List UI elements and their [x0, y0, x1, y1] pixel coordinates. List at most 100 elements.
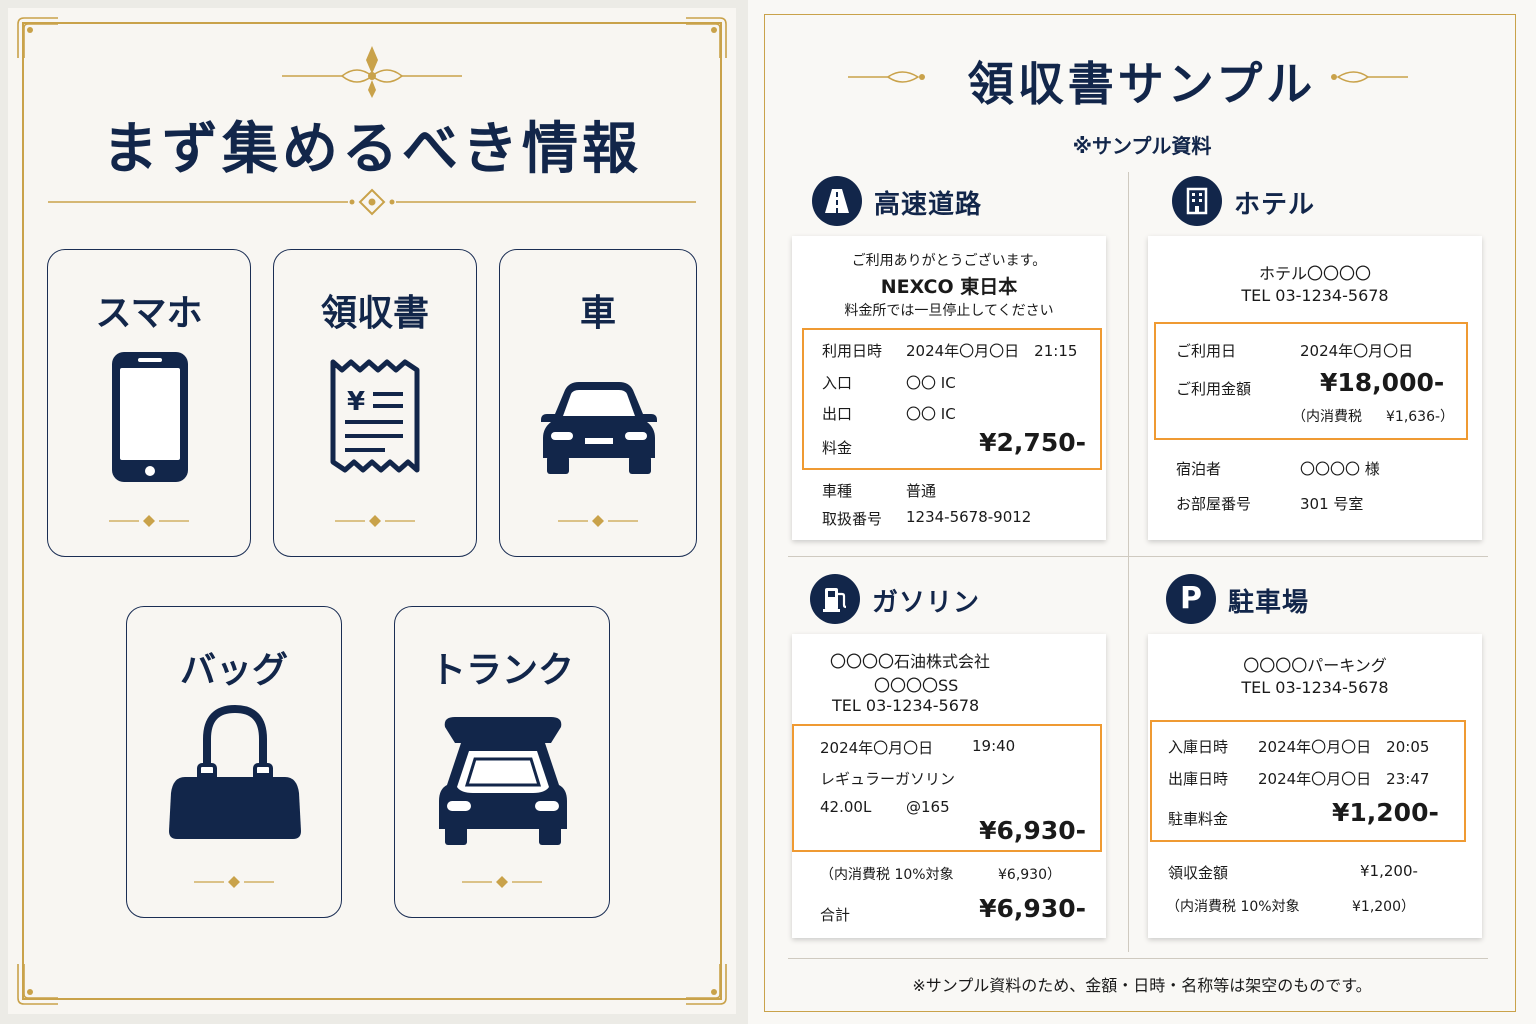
receipt-thanks: ご利用ありがとうございます。: [851, 253, 1047, 269]
row-value: 2024年〇月〇日 20:05: [1258, 738, 1430, 756]
tax-label: （内消費税: [1292, 409, 1362, 425]
row-value: 1234-5678-9012: [906, 508, 1032, 526]
section-heading-gasoline: ガソリン: [810, 574, 1070, 626]
car-trunk-icon: [439, 717, 567, 845]
row-label: 料金: [822, 439, 853, 457]
small-flourish-icon: [194, 876, 274, 888]
left-panel: まず集めるべき情報 スマホ 領収書 ¥: [8, 8, 736, 1014]
card-receipt: 領収書 ¥: [273, 249, 477, 557]
row-label: 出口: [822, 405, 853, 423]
card-trunk: トランク: [394, 606, 610, 918]
footnote: ※サンプル資料のため、金額・日時・名称等は架空のものです。: [912, 976, 1372, 995]
section-label: 高速道路: [874, 190, 983, 220]
row-value: 普通: [906, 482, 937, 500]
receipt-tel: TEL 03-1234-5678: [1241, 286, 1389, 305]
row-label: お部屋番号: [1176, 495, 1252, 513]
receipt-station: 〇〇〇〇SS: [874, 676, 959, 695]
card-label: 車: [579, 292, 616, 334]
card-smartphone: スマホ: [47, 249, 251, 557]
right-panel: 領収書サンプル ※サンプル資料 高速道路 ご利用ありがとうございます。 NEXC…: [748, 0, 1536, 1024]
card-label: 領収書: [320, 292, 429, 334]
small-flourish-icon: [462, 876, 542, 888]
svg-text:¥: ¥: [347, 387, 365, 417]
card-car: 車: [499, 249, 697, 557]
receipt-gasoline: 〇〇〇〇石油株式会社 〇〇〇〇SS TEL 03-1234-5678 2024年…: [792, 634, 1106, 938]
row-label: 出庫日時: [1168, 770, 1229, 788]
fuel-pump-icon: [810, 574, 860, 624]
receipt-company: NEXCO 東日本: [880, 276, 1018, 298]
title-flourish-right-icon: [1331, 71, 1408, 83]
row-value: 301 号室: [1300, 495, 1364, 513]
parking-icon: P: [1166, 574, 1216, 624]
tax-value: ¥1,200）: [1352, 899, 1415, 915]
section-heading-parking: P 駐車場: [1166, 574, 1426, 626]
corner-ornament-icon: [17, 17, 58, 58]
row-value: ¥1,200-: [1360, 862, 1418, 880]
section-heading-hotel: ホテル: [1172, 176, 1432, 228]
top-flourish-icon: [282, 46, 462, 98]
fuel-date: 2024年〇月〇日: [820, 739, 934, 757]
total-label: 合計: [820, 906, 851, 924]
hotel-amount: ¥18,000-: [1320, 368, 1445, 397]
divider-ornament-icon: [48, 188, 696, 216]
receipt-parking-name: 〇〇〇〇パーキング: [1243, 656, 1387, 675]
row-label: 駐車料金: [1168, 810, 1229, 828]
receipt-icon: ¥: [330, 359, 420, 473]
row-label: 取扱番号: [822, 510, 883, 528]
handbag-icon: [169, 704, 301, 839]
corner-ornament-icon: [686, 17, 727, 58]
tax-label: （内消費税 10%対象: [1166, 899, 1300, 915]
row-label: 領収金額: [1168, 864, 1229, 882]
hotel-building-icon: [1172, 176, 1222, 226]
receipt-sample-title: 領収書サンプル: [967, 57, 1317, 111]
gold-frame: [764, 14, 1516, 1012]
gold-frame: [22, 22, 722, 1000]
section-label: ガソリン: [872, 588, 981, 618]
card-label: スマホ: [95, 292, 203, 334]
subtitle: ※サンプル資料: [1072, 134, 1212, 158]
highlight-box: [792, 724, 1102, 852]
toll-amount: ¥2,750-: [979, 428, 1086, 457]
tax-label: （内消費税 10%対象: [820, 867, 954, 883]
highlight-box: [1154, 322, 1468, 440]
receipt-hotel-name: ホテル〇〇〇〇: [1258, 264, 1371, 283]
horizontal-divider: [788, 556, 1488, 557]
section-label: 駐車場: [1228, 588, 1310, 618]
smartphone-icon: [112, 352, 188, 482]
total-amount: ¥6,930-: [979, 894, 1086, 923]
fuel-product: レギュラーガソリン: [820, 770, 956, 788]
title-flourish-left-icon: [848, 71, 925, 83]
fuel-time: 19:40: [972, 737, 1016, 755]
row-value: 〇〇 IC: [906, 405, 956, 423]
row-label: 宿泊者: [1176, 460, 1222, 478]
small-flourish-icon: [109, 515, 189, 527]
tax-value: ¥1,636-）: [1386, 409, 1455, 425]
card-bag: バッグ: [126, 606, 342, 918]
highlight-box: [802, 328, 1102, 470]
corner-ornament-icon: [686, 964, 727, 1005]
row-label: 入口: [822, 374, 853, 392]
row-value: 〇〇〇〇 様: [1300, 460, 1380, 478]
corner-ornament-icon: [17, 964, 58, 1005]
receipt-tel: TEL 03-1234-5678: [832, 696, 980, 715]
fuel-amount: ¥6,930-: [979, 816, 1086, 845]
fuel-volume: 42.00L: [820, 798, 872, 816]
small-flourish-icon: [335, 515, 415, 527]
parking-fee: ¥1,200-: [1332, 798, 1439, 827]
highlight-box: [1150, 720, 1466, 842]
tax-value: ¥6,930）: [998, 867, 1061, 883]
car-icon: [541, 382, 657, 474]
receipt-hotel: ホテル〇〇〇〇 TEL 03-1234-5678 ご利用日 2024年〇月〇日 …: [1148, 236, 1482, 540]
receipt-parking: 〇〇〇〇パーキング TEL 03-1234-5678 入庫日時 2024年〇月〇…: [1148, 634, 1482, 938]
row-label: 車種: [822, 482, 853, 500]
row-label: ご利用日: [1176, 342, 1237, 360]
row-value: 2024年〇月〇日 23:47: [1258, 770, 1430, 788]
row-label: 利用日時: [822, 342, 883, 360]
row-label: 入庫日時: [1168, 738, 1229, 756]
vertical-divider: [1128, 172, 1129, 952]
row-value: 〇〇 IC: [906, 374, 956, 392]
receipt-notice: 料金所では一旦停止してください: [844, 303, 1054, 319]
card-label: バッグ: [179, 649, 288, 691]
receipt-company: 〇〇〇〇石油株式会社: [830, 652, 991, 671]
bottom-divider: [788, 958, 1488, 959]
